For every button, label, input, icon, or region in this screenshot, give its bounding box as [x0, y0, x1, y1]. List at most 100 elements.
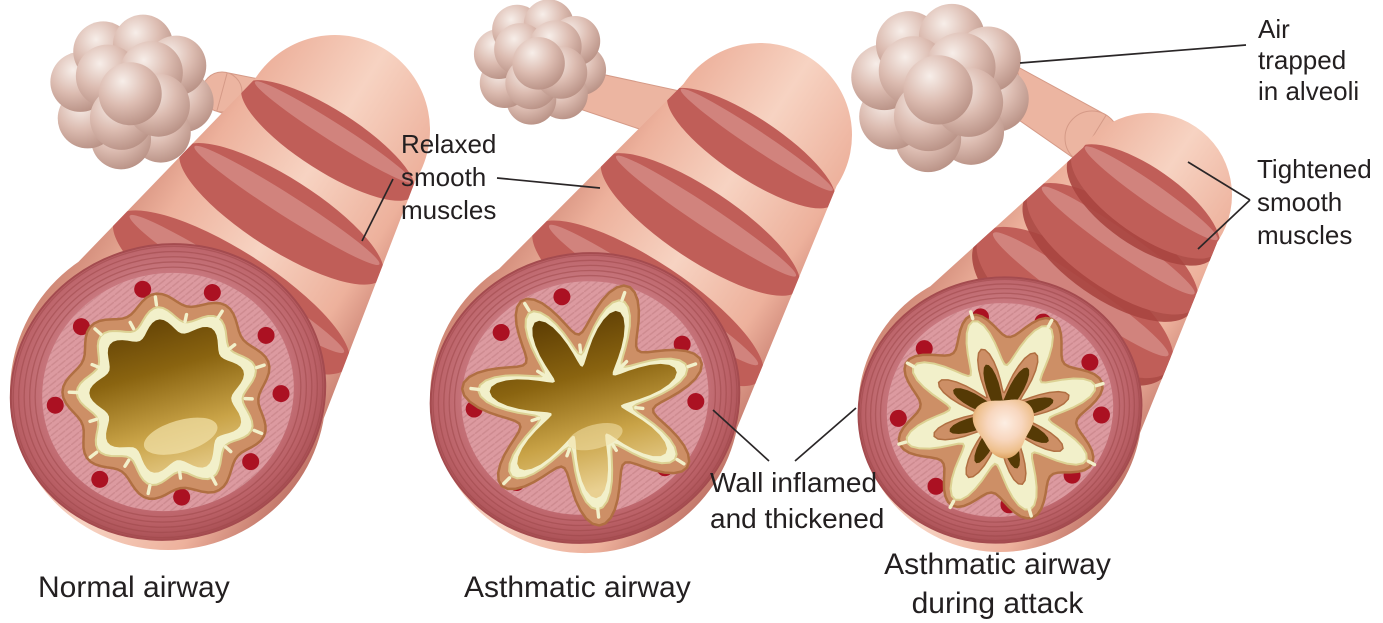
- wall-striation-ring: [432, 254, 738, 542]
- wall-striation-ring: [34, 266, 302, 518]
- blood-vessel-dot: [134, 280, 152, 298]
- blood-vessel-dot: [1081, 353, 1099, 371]
- blood-vessel-dot: [687, 393, 705, 411]
- epithelium-gland-tick: [619, 359, 629, 369]
- smooth-muscle-band-sheen: [254, 81, 413, 183]
- epithelium-gland-tick: [969, 310, 975, 321]
- blood-vessel-dot: [927, 477, 945, 495]
- blood-vessel-dot: [889, 409, 907, 427]
- alveolus-sphere: [903, 55, 973, 125]
- smooth-muscle-band-sheen: [992, 232, 1169, 357]
- wall-striation-ring: [864, 283, 1136, 537]
- wall-striation-ring: [448, 269, 722, 527]
- epithelium-gland-tick: [897, 440, 908, 446]
- blood-vessel-dot: [242, 453, 260, 471]
- epithelium-gland-tick: [634, 405, 645, 411]
- leader-line: [794, 407, 857, 462]
- lumen-highlight: [568, 422, 623, 451]
- blood-vessel-dot: [173, 488, 191, 506]
- wall-striation-ring: [443, 264, 727, 532]
- epithelium-gland-tick: [469, 386, 481, 392]
- blood-vessel-dot: [492, 323, 510, 341]
- blood-vessel-dot: [257, 326, 275, 344]
- label-air-trapped-in-alveoli: Air trapped in alveoli: [1258, 14, 1360, 106]
- blood-vessel-dot: [203, 284, 221, 302]
- epithelium-gland-tick: [210, 475, 218, 486]
- epithelium-gland-tick: [578, 343, 583, 354]
- epithelium-gland-tick: [620, 290, 627, 302]
- epithelium-gland-tick: [216, 309, 224, 320]
- epithelium-gland-tick: [1086, 459, 1097, 467]
- leader-line: [1197, 199, 1251, 250]
- epithelium-gland-tick: [153, 295, 159, 307]
- wall-striation-ring: [23, 256, 313, 528]
- wall-striation-ring: [437, 259, 733, 537]
- asthmatic-airway-cross-section: [429, 252, 741, 544]
- leader-line: [361, 178, 394, 242]
- epithelium-gland-tick: [1027, 507, 1033, 518]
- smooth-muscle-band: [667, 87, 836, 209]
- epithelium-gland-tick: [67, 390, 79, 395]
- epithelium-gland-tick: [88, 417, 99, 424]
- epithelium-gland-tick: [252, 428, 264, 436]
- wall-striation-ring: [18, 250, 318, 534]
- epithelium-gland-tick: [243, 396, 254, 401]
- attack-airway-cross-section: [857, 276, 1143, 544]
- smooth-muscle-band-sheen: [1084, 146, 1218, 241]
- wall-striation-ring: [860, 278, 1140, 542]
- lumen-highlight: [143, 417, 218, 455]
- label-wall-inflamed-and-thickened: Wall inflamed and thickened: [710, 467, 885, 534]
- wall-striation-ring: [12, 245, 324, 539]
- blood-vessel-dot: [72, 318, 90, 336]
- leader-line: [496, 177, 601, 189]
- epithelium-gland-tick: [183, 312, 189, 324]
- wall-striation-ring: [29, 261, 307, 523]
- leader-lines: [361, 44, 1251, 462]
- label-relaxed-smooth-muscles: Relaxed smooth muscles: [401, 129, 497, 225]
- epithelium-gland-tick: [948, 499, 956, 510]
- epithelium-gland-tick: [177, 469, 183, 480]
- epithelium-gland-tick: [675, 457, 686, 466]
- smooth-muscle-band: [241, 80, 416, 201]
- mucus-plug: [972, 399, 1035, 459]
- leader-line: [1187, 161, 1251, 201]
- epithelium-gland-tick: [536, 369, 546, 377]
- wall-striation-ring: [874, 292, 1126, 528]
- blood-vessel-dot: [673, 335, 691, 353]
- smooth-muscle-band-sheen: [194, 145, 380, 266]
- epithelium-gland-tick: [223, 445, 233, 454]
- caption-asthmatic-airway-during-attack: Asthmatic airway during attack: [884, 548, 1111, 620]
- epithelium-gland-tick: [123, 458, 131, 468]
- epithelium-gland-tick: [1094, 381, 1105, 388]
- asthmatic-airway-illustration: [429, 0, 852, 554]
- alveolus-sphere: [98, 62, 162, 126]
- epithelium-gland-tick: [530, 416, 541, 423]
- caption-normal-airway: Normal airway: [38, 571, 230, 604]
- smooth-muscle-band-sheen: [680, 88, 833, 191]
- smooth-muscle-band-sheen: [1041, 186, 1195, 295]
- label-tightened-smooth-muscles: Tightened smooth muscles: [1257, 154, 1372, 250]
- epithelium-gland-tick: [227, 343, 237, 351]
- epithelium-gland-tick: [90, 362, 101, 369]
- epithelium-gland-tick: [905, 361, 916, 369]
- blood-vessel-dot: [46, 396, 64, 414]
- alveolus-sphere: [512, 37, 565, 90]
- normal-airway-cross-section: [9, 243, 327, 541]
- normal-airway-illustration: [9, 14, 430, 551]
- blood-vessel-dot: [91, 470, 109, 488]
- narrowed-lumen: [489, 310, 677, 499]
- epithelium-gland-tick: [146, 483, 152, 496]
- leader-line: [712, 409, 770, 462]
- leader-line: [1019, 44, 1247, 64]
- attack-airway-illustration: [851, 3, 1232, 552]
- epithelium-gland-tick: [93, 327, 103, 336]
- blood-vessel-dot: [553, 288, 571, 306]
- epithelium-gland-tick: [686, 362, 698, 369]
- epithelium-gland-tick: [88, 450, 99, 459]
- epithelium-gland-tick: [1046, 318, 1054, 329]
- smooth-muscle-band-sheen: [615, 155, 797, 277]
- blood-vessel-dot: [272, 385, 290, 403]
- caption-asthmatic-airway: Asthmatic airway: [464, 571, 691, 604]
